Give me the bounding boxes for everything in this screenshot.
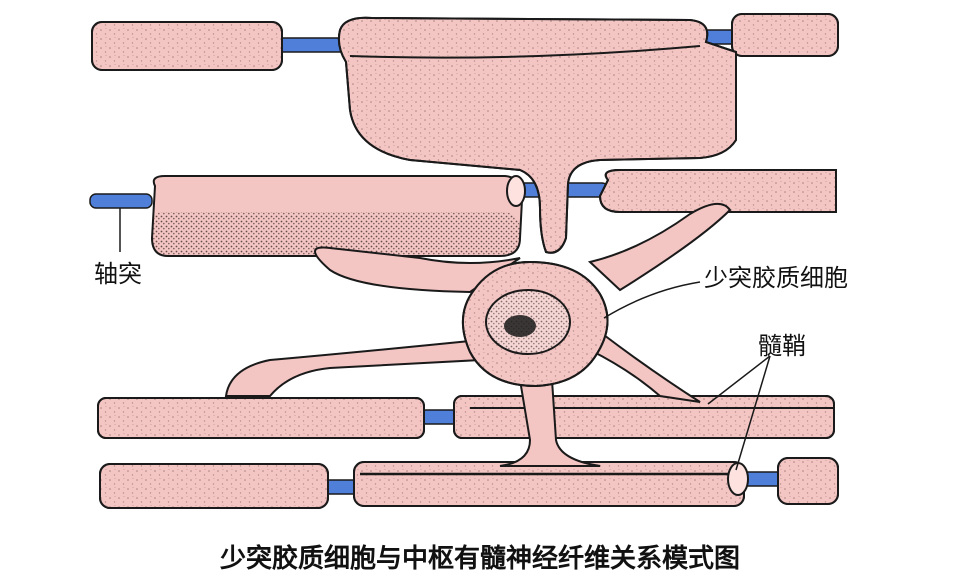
- myelin-end-cap: [728, 463, 748, 495]
- cell-process: [590, 332, 700, 402]
- myelin-segment: [732, 14, 838, 56]
- myelin-sheath-label: 髓鞘: [758, 326, 806, 361]
- oligodendrocyte-label: 少突胶质细胞: [704, 258, 848, 293]
- figure-caption: 少突胶质细胞与中枢有髓神经纤维关系模式图: [0, 538, 960, 575]
- axon-label: 轴突: [94, 254, 142, 289]
- myelin-end-cap: [507, 176, 525, 206]
- axon: [90, 194, 152, 208]
- myelin-segment: [92, 22, 282, 70]
- cell-process: [226, 340, 480, 396]
